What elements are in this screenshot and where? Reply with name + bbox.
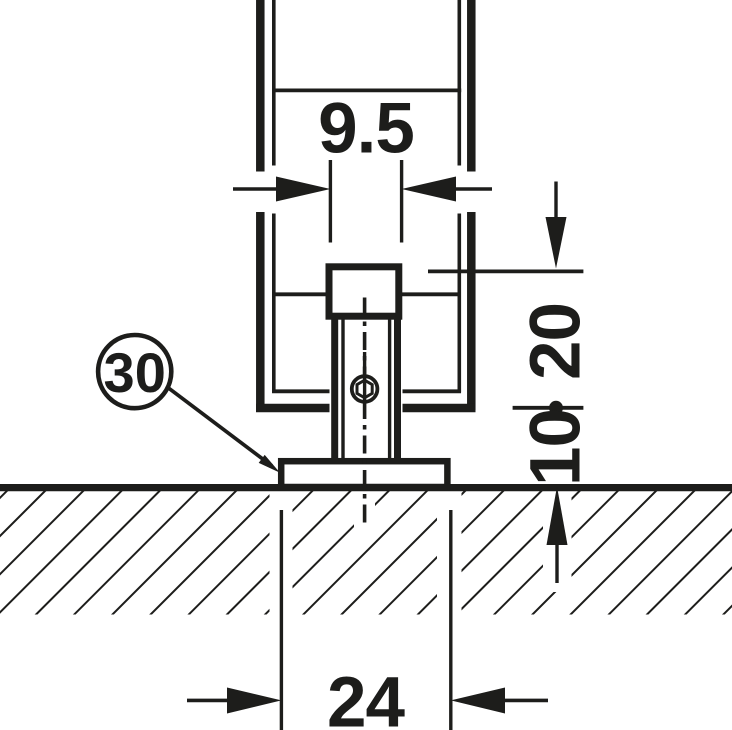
callout-circle	[95, 332, 174, 411]
arrowhead-left-icon	[401, 176, 456, 202]
dimension-base-plate-width: 24	[187, 510, 548, 730]
dim-base-plate-width-label: 24	[327, 663, 405, 730]
dim-bottom-gap-label: 10	[516, 409, 595, 486]
arrowhead-down-icon	[545, 217, 567, 269]
arrowhead-up-icon	[546, 486, 568, 545]
dim-groove-width-label: 9.5	[318, 90, 414, 169]
callout-position-30: 30	[95, 332, 280, 473]
arrowhead-left-icon	[450, 687, 505, 714]
dimension-groove-width: 9.5	[233, 90, 492, 243]
hex-socket-screw-icon	[349, 352, 380, 404]
dimension-dot-icon	[549, 400, 563, 415]
arrowhead-right-icon	[227, 687, 282, 714]
callout-position-label: 30	[104, 341, 166, 404]
arrowhead-right-icon	[276, 176, 331, 202]
callout-leader-line	[165, 385, 274, 468]
dimension-guide-height: 20	[428, 181, 595, 380]
dim-guide-height-label: 20	[516, 303, 595, 380]
dimension-bottom-gap: 10	[512, 400, 595, 583]
arrowhead-leader-icon	[258, 454, 280, 473]
door-bottom-profile	[256, 0, 476, 413]
